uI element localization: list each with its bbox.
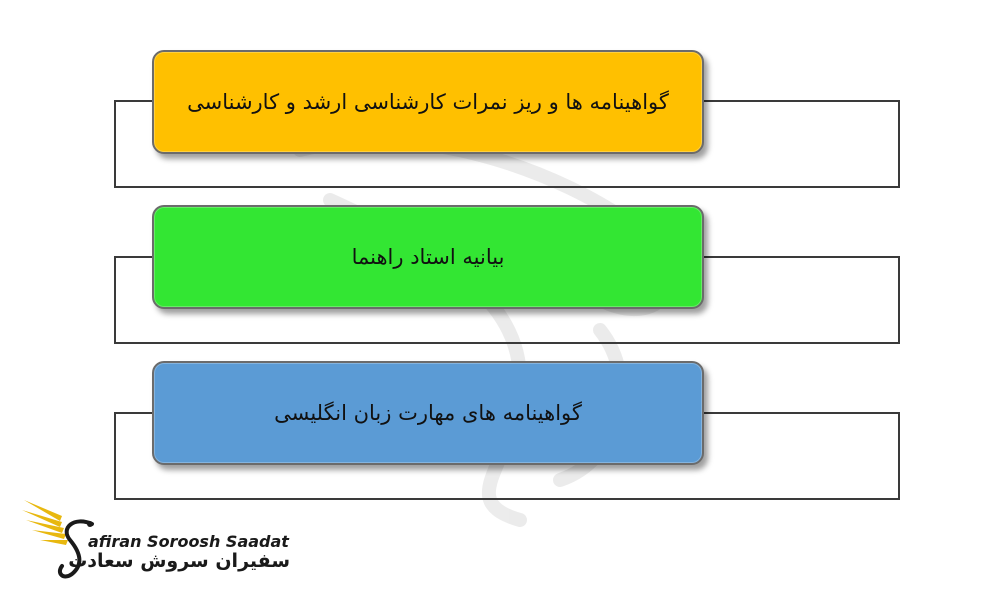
wing-logo-icon xyxy=(22,500,94,579)
company-logo: afiran Soroosh Saadat سفیران سروش سعادت xyxy=(22,494,292,584)
logo-persian-text: سفیران سروش سعادت xyxy=(68,550,290,572)
diagram-item-3-label: گواهینامه های مهارت زبان انگلیسی xyxy=(274,401,582,425)
diagram-item-2-label: بیانیه استاد راهنما xyxy=(351,245,505,269)
diagram-item-1-label: گواهینامه ها و ریز نمرات کارشناسی ارشد و… xyxy=(187,90,669,114)
diagram-item-3: گواهینامه های مهارت زبان انگلیسی xyxy=(152,361,704,465)
diagram-item-1: گواهینامه ها و ریز نمرات کارشناسی ارشد و… xyxy=(152,50,704,154)
logo-english-text: afiran Soroosh Saadat xyxy=(88,532,289,551)
diagram-item-2: بیانیه استاد راهنما xyxy=(152,205,704,309)
